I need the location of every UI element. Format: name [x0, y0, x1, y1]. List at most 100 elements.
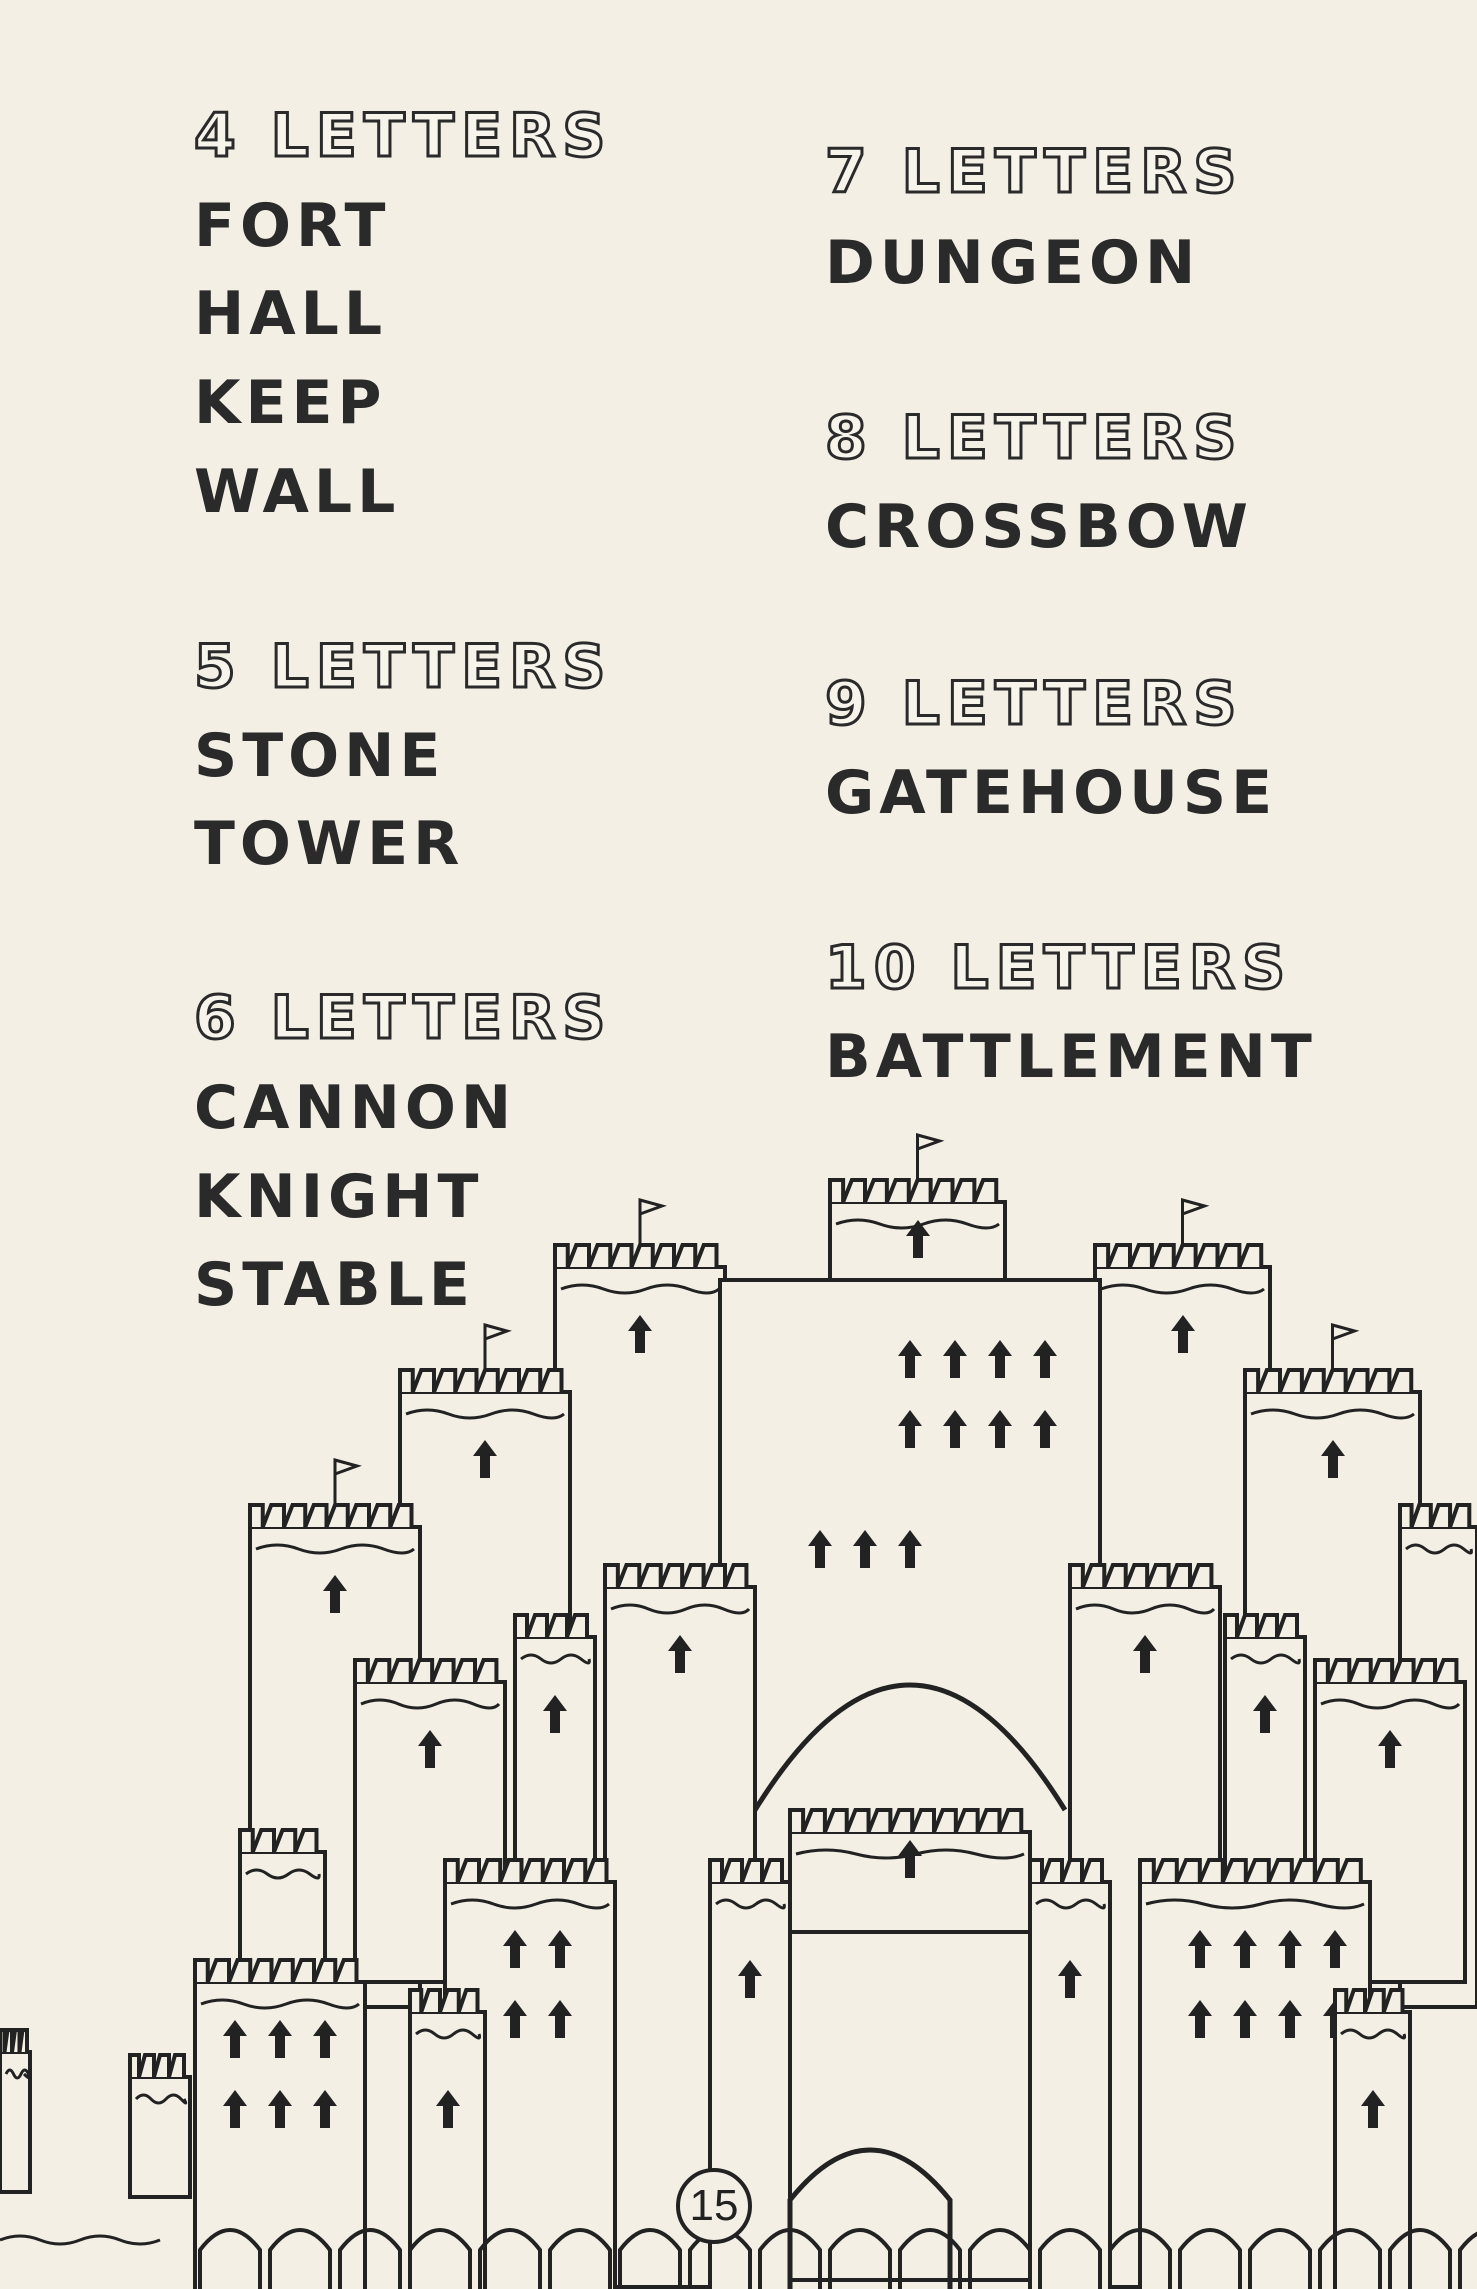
base-arch [338, 2228, 402, 2289]
wavy-trim [134, 2093, 188, 2105]
arrow-window-icon [1323, 1930, 1347, 1968]
flag-icon [1181, 1198, 1210, 1217]
word-item: BATTLEMENT [825, 1022, 1317, 1092]
wavy-trim [450, 1898, 610, 1910]
gate-arch [787, 2147, 953, 2289]
arrow-window-icon [898, 1410, 922, 1448]
arrow-window-icon [1171, 1315, 1195, 1353]
wavy-trim [610, 1603, 751, 1615]
arrow-window-icon [1188, 2000, 1212, 2038]
group-heading: 5 LETTERS [193, 632, 613, 702]
arrow-window-icon [1378, 1730, 1402, 1768]
battlement [513, 1613, 595, 1639]
battlement [353, 1658, 505, 1684]
wavy-trim [560, 1283, 720, 1295]
arrow-window-icon [473, 1440, 497, 1478]
flag-icon [638, 1198, 667, 1217]
wavy-trim [200, 1998, 360, 2010]
battlement [248, 1503, 420, 1529]
battlement [708, 1858, 790, 1884]
arrow-window-icon [503, 2000, 527, 2038]
arrow-window-icon [1058, 1960, 1082, 1998]
tower [408, 2010, 487, 2289]
flag-icon [916, 1133, 945, 1152]
page-number: 15 [676, 2168, 752, 2244]
word-item: STONE [194, 721, 446, 791]
tower [0, 2050, 32, 2194]
wavy-trim [415, 2028, 482, 2040]
wavy-trim [245, 1868, 321, 1880]
base-arch [548, 2228, 612, 2289]
battlement [443, 1858, 615, 1884]
arrow-window-icon [906, 1220, 930, 1258]
arrow-window-icon [1278, 2000, 1302, 2038]
arrow-window-icon [1361, 2090, 1385, 2128]
word-item: KEEP [194, 368, 387, 438]
group-heading: 8 LETTERS [824, 403, 1244, 473]
wavy-trim [1100, 1283, 1265, 1295]
wavy-trim [1340, 2028, 1407, 2040]
base-arch [1388, 2228, 1452, 2289]
base-arch [1458, 2231, 1477, 2289]
word-item: TOWER [194, 809, 465, 879]
arrow-window-icon [543, 1695, 567, 1733]
wavy-trim [520, 1653, 591, 1665]
battlement [408, 1988, 485, 2014]
wavy-trim [1145, 1898, 1365, 1910]
battlement [193, 1958, 365, 1984]
arrow-window-icon [1233, 2000, 1257, 2038]
flag-icon [1331, 1323, 1360, 1342]
base-arch [1318, 2228, 1382, 2289]
arrow-window-icon [808, 1530, 832, 1568]
word-item: STABLE [194, 1250, 475, 1320]
battlement [1093, 1243, 1270, 1269]
arrow-window-icon [738, 1960, 762, 1998]
battlement [1398, 1503, 1477, 1529]
base-arch [1038, 2228, 1102, 2289]
arrow-window-icon [223, 2020, 247, 2058]
wavy-trim [360, 1698, 501, 1710]
arrow-window-icon [418, 1730, 442, 1768]
arrow-window-icon [313, 2020, 337, 2058]
arrow-window-icon [898, 1840, 922, 1878]
flag-icon [333, 1458, 362, 1477]
battlement [1068, 1563, 1220, 1589]
wavy-trim [715, 1898, 786, 1910]
battlement [828, 1178, 1005, 1204]
arrow-window-icon [1188, 1930, 1212, 1968]
arrow-window-icon [943, 1410, 967, 1448]
base-arch [968, 2228, 1032, 2289]
wavy-trim [835, 1218, 1000, 1230]
arrow-window-icon [988, 1340, 1012, 1378]
group-heading: 7 LETTERS [824, 137, 1244, 207]
word-item: CANNON [194, 1073, 517, 1143]
battlement [1138, 1858, 1370, 1884]
battlement [238, 1828, 325, 1854]
wavy-trim [1035, 1898, 1106, 1910]
arrow-window-icon [1033, 1410, 1057, 1448]
arrow-window-icon [268, 2020, 292, 2058]
arrow-window-icon [223, 2090, 247, 2128]
base-arch [478, 2228, 542, 2289]
group-heading: 10 LETTERS [823, 933, 1293, 1003]
word-item: FORT [194, 191, 391, 261]
wavy-trim [1405, 1543, 1473, 1555]
arrow-window-icon [898, 1340, 922, 1378]
arrow-window-icon [323, 1575, 347, 1613]
wavy-trim [405, 1408, 565, 1420]
arrow-window-icon [436, 2090, 460, 2128]
arrow-window-icon [1278, 1930, 1302, 1968]
word-item: WALL [194, 457, 401, 527]
arrow-window-icon [1321, 1440, 1345, 1478]
gothic-arch [752, 1682, 1068, 1812]
word-item: GATEHOUSE [825, 758, 1278, 828]
battlement [1313, 1658, 1465, 1684]
battlement [1333, 1988, 1410, 2014]
wavy-trim [1075, 1603, 1216, 1615]
battlement [788, 1808, 1030, 1834]
word-item: HALL [194, 279, 388, 349]
battlement [1028, 1858, 1110, 1884]
water-line [0, 2234, 161, 2246]
word-item: KNIGHT [194, 1162, 484, 1232]
